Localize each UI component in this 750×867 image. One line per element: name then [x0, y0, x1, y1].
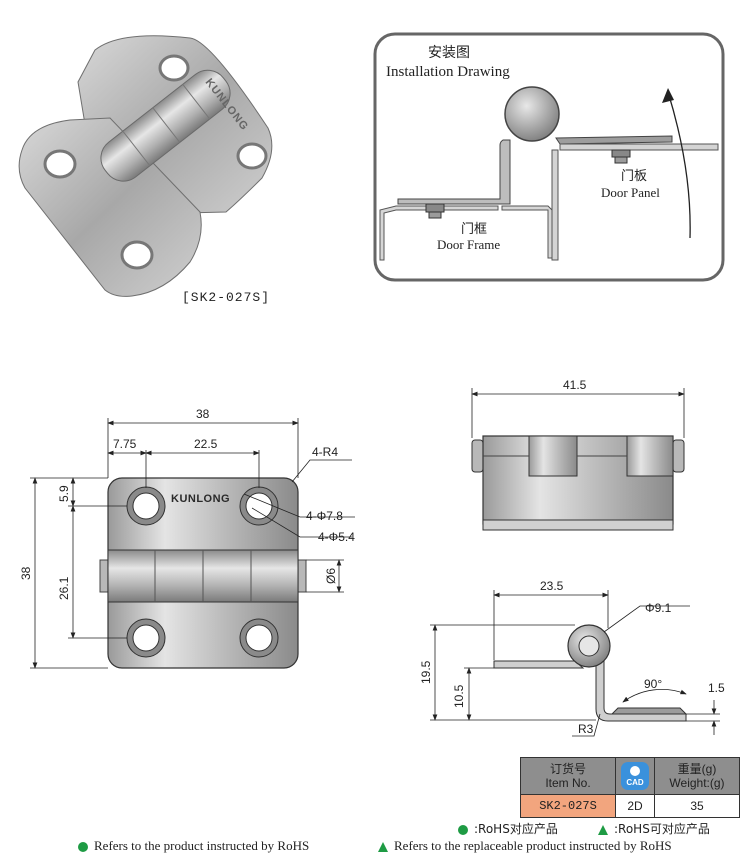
photo-hole	[236, 142, 268, 170]
dim-overall-width: 41.5	[563, 378, 587, 392]
installation-drawing: 安装图 Installation Drawing 门板 Door Panel 门…	[373, 32, 725, 282]
cad-icon-label: CAD	[626, 778, 644, 787]
dim-hole: 4-Φ5.4	[318, 530, 355, 544]
photo-caption: [SK2-027S]	[182, 290, 271, 305]
dim-knuckle: Φ9.1	[645, 601, 672, 615]
item-header-en: Item No.	[545, 776, 591, 790]
front-brand-mark: KUNLONG	[171, 493, 230, 505]
dim-hole-v-spacing: 26.1	[57, 576, 71, 600]
dim-corner-radius: 4-R4	[312, 445, 338, 459]
rohs-dot-icon	[78, 842, 88, 853]
door-panel-label-en: Door Panel	[601, 185, 660, 200]
front-view: KUNLONG 38 7.75 22.5 38	[19, 407, 355, 669]
product-photo: KUNLONG	[18, 35, 273, 297]
cad-header: CAD	[615, 757, 655, 795]
front-hole	[132, 492, 160, 520]
dim-counterbore: 4-Φ7.8	[306, 509, 343, 523]
dim-angle: 90°	[644, 677, 662, 691]
dim-thickness: 1.5	[708, 681, 725, 695]
door-frame-label-cn: 门框	[461, 222, 487, 237]
top-view: 41.5	[471, 378, 685, 531]
replaceable-en-text: Refers to the replaceable product instru…	[394, 838, 672, 853]
weight-cell: 35	[654, 794, 740, 818]
dim-width: 38	[196, 407, 210, 421]
dim-leaf-length: 23.5	[540, 579, 564, 593]
installation-knuckle	[504, 86, 560, 142]
photo-hole	[120, 240, 154, 270]
front-hole	[245, 624, 273, 652]
installation-title-cn: 安装图	[428, 45, 470, 61]
rohs-legend-en: Refers to the product instructed by RoHS	[78, 838, 309, 854]
dim-pin: Ø6	[324, 568, 338, 584]
weight-header-en: Weight:(g)	[669, 776, 725, 790]
installation-title-en: Installation Drawing	[386, 64, 510, 80]
dim-side-height: 19.5	[419, 660, 433, 684]
side-view: 23.5 Φ9.1 19.5 10.5 90° 1.5 R3	[419, 579, 725, 737]
item-header: 订货号 Item No.	[520, 757, 616, 795]
photo-hole	[43, 149, 77, 179]
replaceable-cn-text: :RoHS可对应产品	[614, 822, 710, 836]
front-hole	[132, 624, 160, 652]
weight-header-cn: 重量(g)	[677, 762, 717, 776]
dim-height: 38	[19, 566, 33, 580]
rohs-legend-cn: :RoHS对应产品	[458, 820, 558, 837]
cad-value-cell[interactable]: 2D	[615, 794, 655, 818]
rohs-en-text: Refers to the product instructed by RoHS	[94, 838, 310, 853]
weight-header: 重量(g) Weight:(g)	[654, 757, 740, 795]
dim-hole-spacing: 22.5	[194, 437, 218, 451]
spec-table: 订货号 Item No. CAD 重量(g) Weight:(g) SK2-02…	[520, 757, 740, 818]
replaceable-legend-en: Refers to the replaceable product instru…	[378, 838, 672, 854]
dim-top-offset: 5.9	[57, 485, 71, 502]
rohs-dot-icon	[458, 824, 468, 835]
replaceable-legend-cn: :RoHS可对应产品	[598, 820, 710, 837]
cad-icon[interactable]: CAD	[621, 762, 649, 790]
dim-left-offset: 7.75	[113, 437, 137, 451]
replaceable-triangle-icon	[598, 824, 608, 835]
replaceable-triangle-icon	[378, 842, 388, 853]
photo-hole	[158, 54, 190, 82]
item-header-cn: 订货号	[549, 762, 586, 776]
dim-step: 10.5	[452, 684, 466, 708]
rohs-cn-text: :RoHS对应产品	[474, 822, 558, 836]
door-frame-label-en: Door Frame	[437, 237, 500, 252]
item-number-cell[interactable]: SK2-027S	[520, 794, 616, 818]
door-panel-label-cn: 门板	[621, 169, 647, 184]
front-hole	[245, 492, 273, 520]
dim-bend-radius: R3	[578, 722, 594, 736]
